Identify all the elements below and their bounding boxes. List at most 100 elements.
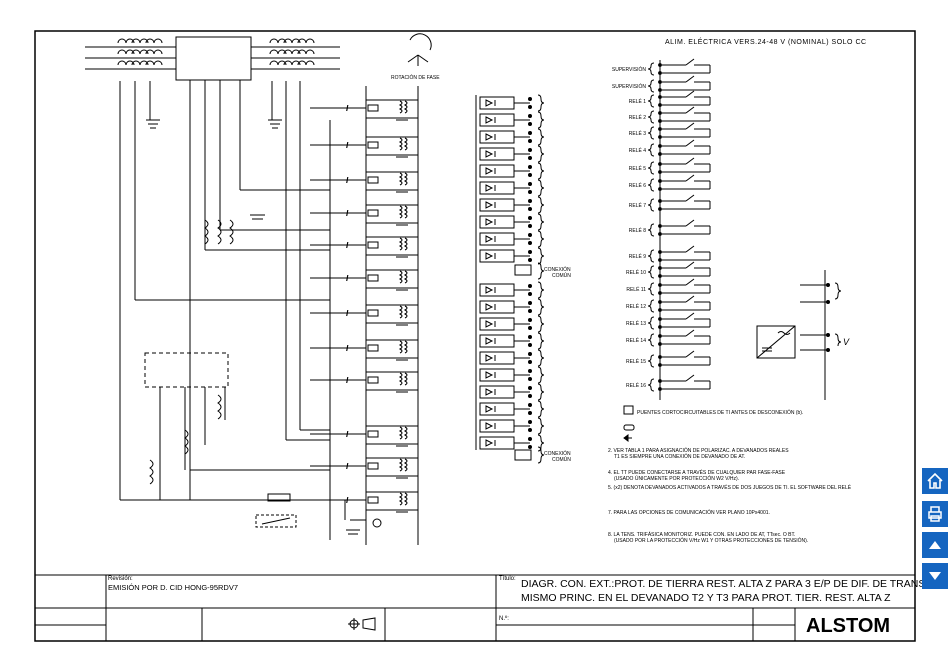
common-connection-brace	[537, 262, 545, 280]
opto-terminal	[528, 428, 532, 432]
home-icon	[927, 472, 943, 489]
input-ct-winding	[403, 372, 408, 386]
input-ct-winding	[403, 492, 408, 506]
note-2b: T1 ES SIEMPRE UNA CONEXIÓN DE DEVANADO D…	[614, 453, 745, 460]
relay-label-4: RELÉ 2	[629, 114, 646, 121]
opto-terminal	[528, 216, 532, 220]
relay-label-13: RELÉ 11	[626, 286, 646, 293]
drawing-title-line2: MISMO PRINC. EN EL DEVANADO T2 Y T3 PARA…	[521, 592, 891, 604]
opto-led	[485, 439, 494, 447]
relay-brace	[647, 62, 655, 76]
opto-input-symbol	[479, 368, 515, 382]
note-2a: 2. VER TABLA 1 PARA ASIGNACIÓN DE POLARI…	[608, 447, 789, 454]
opto-brace	[537, 162, 545, 180]
opto-input-symbol	[479, 385, 515, 399]
relay-contact-blade	[685, 194, 695, 202]
opto-input-symbol	[479, 283, 515, 297]
legend-shorting-links: PUENTES CORTOCIRCUITABLES DE TI ANTES DE…	[637, 409, 803, 416]
relay-label-6: RELÉ 4	[629, 147, 646, 154]
psu-terminal	[826, 348, 830, 352]
title-label: Título:	[499, 576, 516, 582]
relay-brace	[647, 94, 655, 108]
legend-shorting-symbol	[623, 405, 634, 415]
psu-brace	[834, 333, 842, 347]
opto-brace	[537, 383, 545, 401]
phase-rotation-axis	[407, 54, 419, 63]
lv-ct-coil	[283, 49, 301, 55]
opto-terminal	[528, 420, 532, 424]
lv-ct-coil	[283, 60, 301, 66]
opto-terminal	[528, 105, 532, 109]
opto-brace	[537, 196, 545, 214]
input-ct-winding	[398, 426, 403, 440]
opto-terminal	[528, 148, 532, 152]
opto-input-symbol	[479, 147, 515, 161]
relay-brace	[647, 198, 655, 212]
relay-brace	[647, 316, 655, 330]
phase-rotation-axis	[417, 54, 429, 63]
opto-led	[485, 286, 494, 294]
note-7: 7. PARA LAS OPCIONES DE COMUNICACIÓN VER…	[608, 509, 770, 516]
input-ct-winding	[403, 205, 408, 219]
relay-contact-blade	[685, 90, 695, 98]
input-ct-winding	[403, 172, 408, 186]
opto-brace	[537, 145, 545, 163]
input-ct-winding	[398, 100, 403, 114]
current-input-symbol: I	[346, 309, 349, 318]
relay-label-17: RELÉ 15	[626, 358, 646, 365]
input-ct-winding	[398, 172, 403, 186]
opto-input-symbol	[479, 164, 515, 178]
relay-contact-blade	[685, 157, 695, 165]
neutral-ct-winding	[229, 219, 234, 245]
opto-led	[485, 201, 494, 209]
hv-ct-coil	[117, 38, 135, 44]
stabilising-resistor	[267, 493, 291, 502]
print-button[interactable]	[922, 501, 948, 527]
input-ct-winding	[398, 340, 403, 354]
opto-terminal	[528, 377, 532, 381]
metrosil-element	[261, 517, 291, 525]
opto-brace	[537, 128, 545, 146]
home-button[interactable]	[922, 468, 948, 494]
input-ct-winding	[398, 205, 403, 219]
revision-label: Revisión:	[108, 576, 133, 582]
opto-terminal	[528, 258, 532, 262]
opto-terminal	[528, 326, 532, 330]
neutral-ct-winding	[217, 394, 222, 420]
relay-brace	[647, 126, 655, 140]
scroll-up-button[interactable]	[922, 532, 948, 558]
relay-contact-blade	[685, 245, 695, 253]
common-connection-label-2b: COMÚN	[552, 456, 571, 463]
opto-input-symbol	[479, 300, 515, 314]
relay-label-7: RELÉ 5	[629, 165, 646, 172]
shorting-link-symbol	[367, 496, 379, 504]
relay-label-10: RELÉ 8	[629, 227, 646, 234]
shorting-link-symbol	[367, 430, 379, 438]
current-input-symbol: I	[346, 176, 349, 185]
revision-text: EMISIÓN POR D. CID HONG-95RDV7	[108, 583, 238, 592]
alstom-logo: ALSTOM	[806, 615, 890, 637]
relay-brace	[647, 178, 655, 192]
hv-ct-coil	[131, 38, 149, 44]
scroll-down-button[interactable]	[922, 563, 948, 589]
relay-label-18: RELÉ 16	[626, 382, 646, 389]
opto-input-symbol	[479, 215, 515, 229]
shorting-link-symbol	[367, 309, 379, 317]
earth-terminal-symbol	[372, 518, 382, 528]
opto-terminal	[528, 156, 532, 160]
opto-led	[485, 99, 494, 107]
opto-led	[485, 422, 494, 430]
input-ct-winding	[403, 458, 408, 472]
relay-label-11: RELÉ 9	[629, 253, 646, 260]
opto-terminal	[528, 445, 532, 449]
opto-input-symbol	[479, 113, 515, 127]
current-input-symbol: I	[346, 209, 349, 218]
common-connection-brace	[537, 446, 545, 464]
opto-terminal	[528, 386, 532, 390]
psu-brace	[834, 282, 842, 300]
relay-label-8: RELÉ 6	[629, 182, 646, 189]
relay-brace	[647, 223, 655, 237]
relay-label-1: SUPERVISIÓN	[612, 66, 646, 73]
opto-led	[485, 303, 494, 311]
opto-terminal	[528, 131, 532, 135]
